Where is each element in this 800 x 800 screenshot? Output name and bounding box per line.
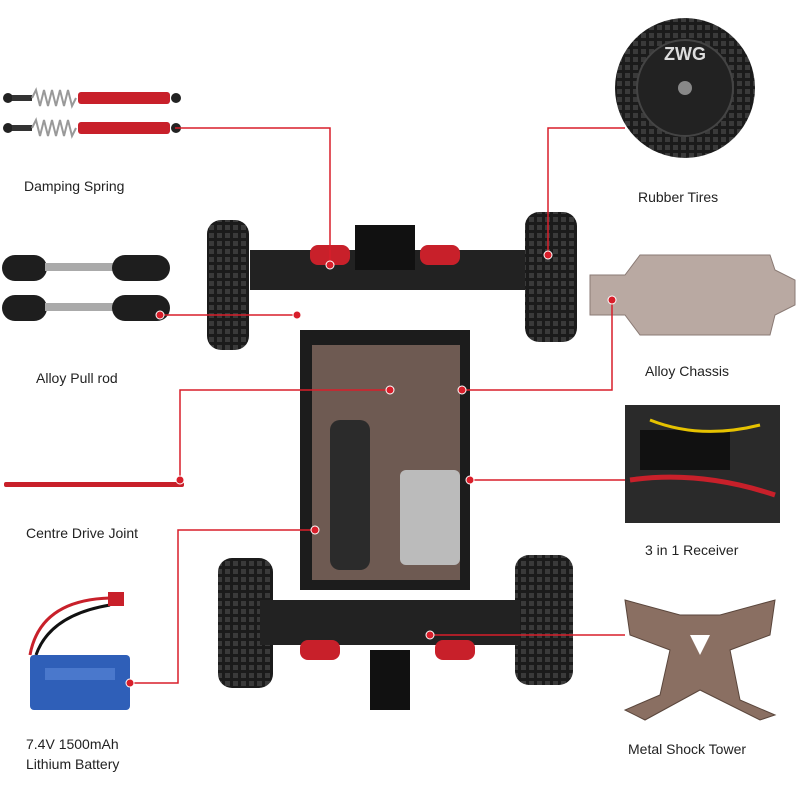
callout-lines [130,127,625,684]
label-shock-tower: Metal Shock Tower [628,741,747,757]
callout-dots [125,250,617,688]
damping-spring-image [3,87,181,139]
label-rubber-tires: Rubber Tires [638,189,719,205]
shock-tower-image [623,599,777,721]
label-battery-line2: Lithium Battery [26,756,120,772]
label-alloy-chassis: Alloy Chassis [645,363,730,379]
label-receiver: 3 in 1 Receiver [645,542,739,558]
alloy-pull-rod-image [2,255,170,321]
label-battery-line1: 7.4V 1500mAh [26,736,119,752]
label-alloy-pull-rod: Alloy Pull rod [36,370,118,386]
rubber-tire-image: ZWG [615,18,755,158]
rc-car-image [207,212,577,710]
label-damping-spring: Damping Spring [24,178,125,194]
label-centre-drive-joint: Centre Drive Joint [26,525,139,541]
centre-drive-joint-image [4,482,184,487]
alloy-chassis-image [589,254,796,336]
svg-text:ZWG: ZWG [664,44,706,64]
receiver-image [625,405,780,523]
battery-image [28,592,130,710]
